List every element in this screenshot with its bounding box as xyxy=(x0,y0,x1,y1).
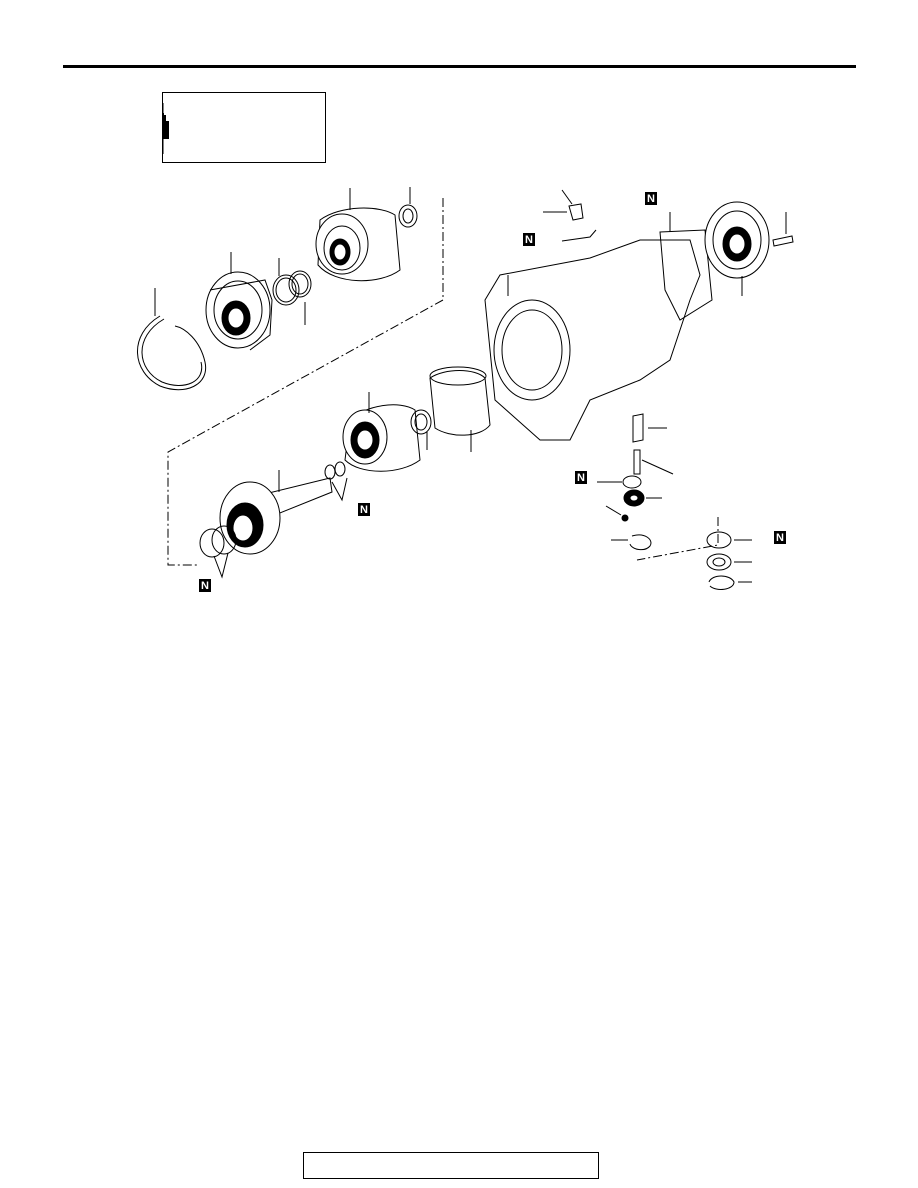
badge-label: N xyxy=(776,532,784,544)
o-ring-small-right xyxy=(597,475,642,489)
thrust-washer-middle xyxy=(410,409,432,450)
drum-shell xyxy=(429,366,491,452)
new-part-badge: N xyxy=(199,579,211,592)
clutch-drum-upper xyxy=(315,188,401,282)
seal-ring-pair-lower xyxy=(199,525,237,579)
assembly-dash-line xyxy=(167,198,719,566)
badge-label: N xyxy=(577,472,585,484)
footer-box xyxy=(303,1152,599,1179)
new-part-badge: N xyxy=(645,192,657,205)
header-rule xyxy=(63,65,856,68)
lubricant-bottle-icon xyxy=(163,103,169,154)
o-ring-pair-shaft xyxy=(324,461,348,502)
clutch-assembly-middle xyxy=(342,392,421,472)
spring xyxy=(632,413,667,443)
badge-label: N xyxy=(201,580,209,592)
badge-label: N xyxy=(525,234,533,246)
badge-label: N xyxy=(360,504,368,516)
o-ring-lower-right xyxy=(706,531,752,549)
bearing-right xyxy=(623,489,662,507)
transmission-case xyxy=(484,239,701,441)
cover-bolt xyxy=(772,212,794,247)
new-part-badge: N xyxy=(575,471,587,484)
o-ring-pair-upper xyxy=(272,258,312,325)
thrust-washer-upper xyxy=(398,187,418,228)
badge-label: N xyxy=(647,193,655,205)
breather-plug xyxy=(543,189,597,242)
snap-ring-lower-right xyxy=(708,575,752,590)
legend-box xyxy=(162,92,326,163)
washer-lower-right xyxy=(706,553,752,571)
new-part-badge: N xyxy=(523,233,535,246)
valve-pin xyxy=(633,449,674,475)
new-part-badge: N xyxy=(358,503,370,516)
reaction-plate xyxy=(205,252,273,351)
case-gasket xyxy=(659,212,713,321)
check-ball xyxy=(605,505,629,522)
snap-ring-right xyxy=(611,534,652,551)
new-part-badge: N xyxy=(774,531,786,544)
snap-ring-large xyxy=(137,288,207,391)
output-shaft-assembly xyxy=(219,470,333,555)
rear-cover xyxy=(704,201,770,296)
